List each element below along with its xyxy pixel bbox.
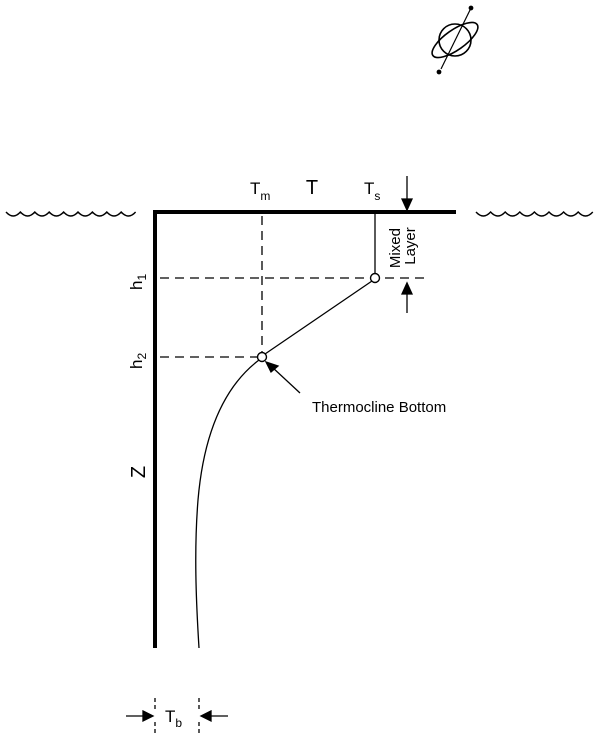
- h1-point: [369, 272, 381, 284]
- thermocline-bottom-label: Thermocline Bottom: [312, 399, 446, 416]
- thermocline-bottom-point: [256, 351, 268, 363]
- mixed-layer-arrows: [400, 176, 414, 313]
- thermocline-profile: [264, 280, 373, 355]
- tb-marker: [126, 698, 228, 734]
- depth-axis-label: Z: [128, 466, 150, 478]
- sun-icon: [431, 5, 479, 75]
- tb-label: Tb: [165, 707, 182, 730]
- tm-label: Tm: [250, 179, 270, 203]
- temperature-axis-label: T: [306, 177, 318, 199]
- deep-profile-curve: [195, 359, 260, 649]
- thermocline-arrow: [264, 360, 301, 394]
- mixed-layer-label: Mixed Layer: [387, 224, 419, 268]
- h1-label: h1: [127, 274, 149, 290]
- ts-label: Ts: [364, 179, 380, 203]
- water-surface-right: [475, 210, 594, 217]
- h2-label: h2: [127, 353, 149, 369]
- guide-lines: [160, 216, 430, 358]
- water-surface-left: [5, 210, 137, 217]
